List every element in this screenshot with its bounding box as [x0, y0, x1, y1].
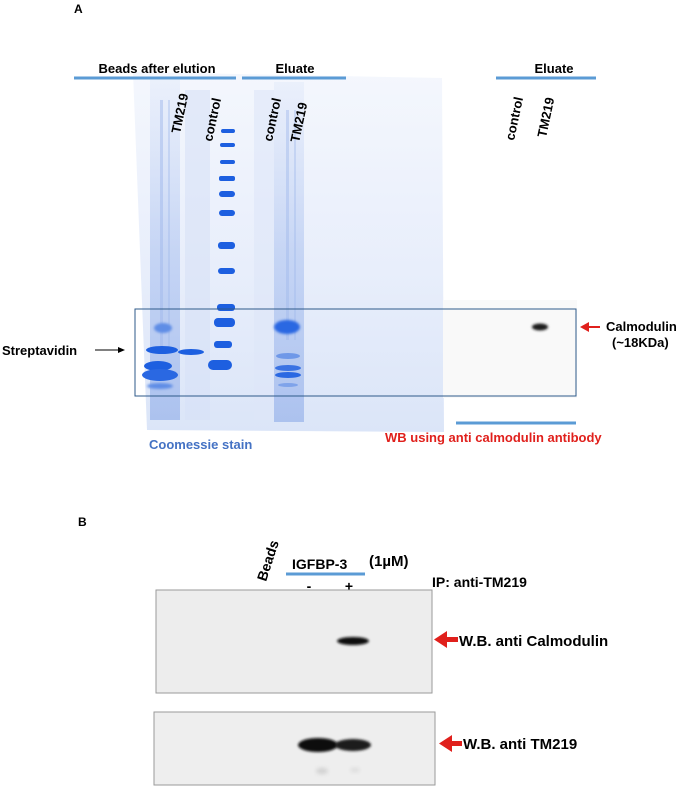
panel-a-letter: A — [74, 2, 83, 16]
lane4-band — [275, 372, 301, 378]
ladder-band — [217, 304, 235, 311]
lane4-band — [276, 353, 300, 359]
plus-sign: + — [345, 578, 353, 594]
ladder-band — [219, 210, 235, 216]
lane4-band — [275, 365, 301, 371]
wb-lane-label-tm219: TM219 — [534, 96, 557, 139]
minus-sign: - — [307, 578, 312, 594]
western-blot-tm219 — [153, 711, 436, 786]
tm219-band-minus — [298, 738, 338, 752]
ladder-band — [221, 129, 235, 133]
ladder-band — [218, 268, 235, 274]
calmodulin-band — [337, 637, 369, 645]
beads-header: Beads after elution — [98, 61, 215, 76]
ladder-band — [214, 341, 232, 348]
eluate-wb-header: Eluate — [534, 61, 573, 76]
lane1-band — [154, 323, 172, 333]
calmodulin-label: Calmodulin — [606, 319, 677, 334]
ladder-band — [218, 242, 235, 249]
gel-lane-bands — [142, 320, 301, 389]
coomassie-caption: Coomessie stain — [149, 437, 252, 452]
wb-caption: WB using anti calmodulin antibody — [385, 430, 602, 445]
western-blot-calmodulin — [155, 589, 433, 694]
calmodulin-band — [532, 323, 548, 331]
lane4-band — [278, 383, 298, 387]
wb-tm219-label: W.B. anti TM219 — [463, 736, 577, 753]
ladder-band — [219, 176, 235, 181]
ladder-band — [220, 160, 235, 164]
wb-lane-label-control: control — [502, 95, 526, 141]
calmodulin-arrow — [580, 322, 600, 332]
coomassie-gel — [133, 72, 444, 432]
streptavidin-arrow — [95, 347, 125, 353]
lane1-band — [144, 361, 172, 371]
wb-calmodulin-arrow — [434, 631, 458, 648]
beads-label: Beads — [254, 538, 282, 583]
lane1-band — [142, 369, 178, 381]
calmodulin-size: (~18KDa) — [612, 335, 669, 350]
lane2-streptavidin-band — [178, 349, 204, 355]
western-blot-a — [443, 300, 577, 398]
ladder-band — [219, 191, 235, 197]
ladder-band — [220, 143, 235, 147]
highlight-box — [134, 308, 577, 397]
wb-tm219-arrow — [439, 735, 462, 752]
concentration-label: (1µM) — [369, 553, 408, 570]
streptavidin-label: Streptavidin — [2, 343, 77, 358]
wb-calmodulin-label: W.B. anti Calmodulin — [459, 633, 608, 650]
tm219-band-plus — [335, 739, 371, 751]
eluate-gel-header: Eluate — [275, 61, 314, 76]
molecular-weight-ladder — [208, 129, 235, 370]
ladder-band — [208, 360, 232, 370]
panel-b-letter: B — [78, 515, 87, 529]
igfbp3-label: IGFBP-3 — [292, 556, 347, 572]
lane4-band — [274, 320, 300, 334]
ladder-band — [214, 318, 235, 327]
lane1-streptavidin-band — [146, 346, 178, 354]
ip-label: IP: anti-TM219 — [432, 574, 527, 590]
lane1-band — [147, 383, 173, 389]
